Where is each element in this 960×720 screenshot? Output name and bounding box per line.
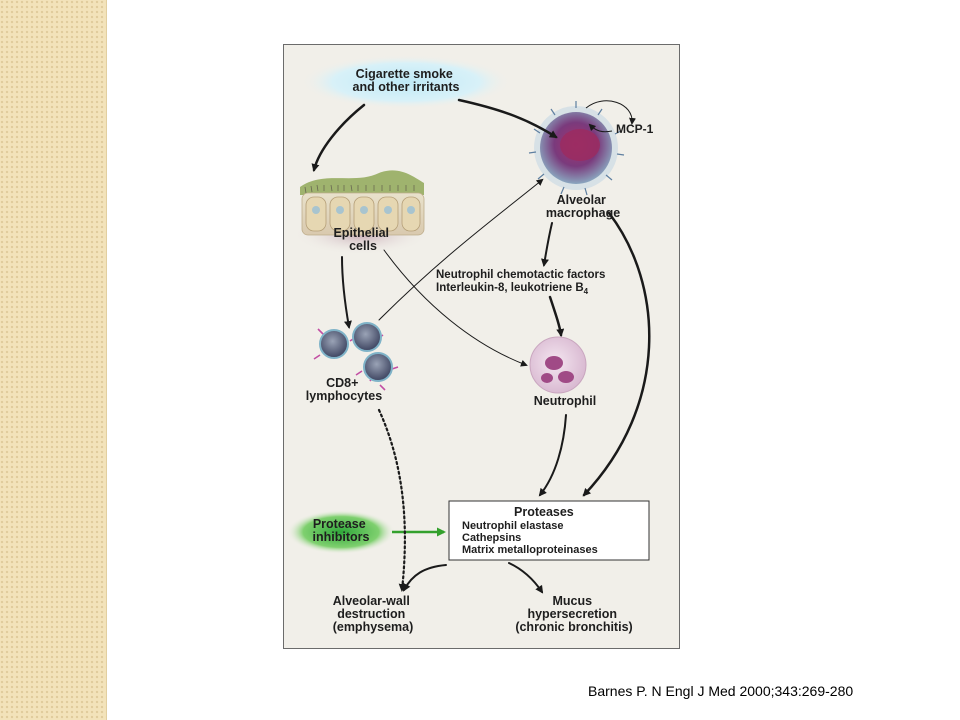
smoke-glow: [301, 55, 511, 109]
smoke-label: Cigarette smoke and other irritants: [353, 67, 460, 94]
proteases-list: Neutrophil elastase Cathepsins Matrix me…: [462, 520, 598, 556]
epithelial-cells-graphic: [293, 170, 429, 255]
mucus-label: Mucus hypersecretion (chronic bronchitis…: [515, 594, 632, 634]
copd-pathogenesis-diagram: Cigarette smoke and other irritants Alve…: [283, 44, 680, 649]
cd8-label: CD8+ lymphocytes: [306, 376, 382, 403]
proteases-title: Proteases: [514, 505, 574, 519]
citation: Barnes P. N Engl J Med 2000;343:269-280: [588, 683, 854, 699]
protease-inhibitors-label: Protease inhibitors: [313, 517, 370, 544]
proteases-box: [448, 500, 650, 561]
destruction-label: Alveolar-wall destruction (emphysema): [333, 594, 414, 634]
inhibitor-glow: [287, 510, 395, 554]
chemotactic-factors-label: Neutrophil chemotactic factors Interleuk…: [436, 269, 609, 296]
neutrophil-cell: [529, 336, 587, 394]
decorative-sidebar: [0, 0, 107, 720]
macrophage-label: Alveolar macrophage: [546, 193, 620, 220]
epithelial-label: Epithelial cells: [333, 226, 392, 253]
alveolar-macrophage-cell: [528, 101, 625, 196]
cd8-lymphocytes-graphic: [313, 322, 399, 391]
mcp1-label: MCP-1: [616, 122, 654, 136]
pathway-arrows: [311, 98, 651, 594]
neutrophil-label: Neutrophil: [534, 394, 597, 408]
